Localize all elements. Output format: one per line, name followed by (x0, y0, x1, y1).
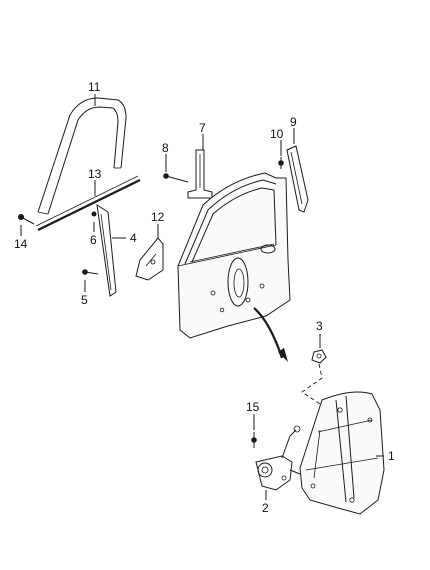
glass-guide-rail (91, 203, 117, 297)
leader-lines (20, 94, 384, 500)
callout-5: 5 (81, 293, 88, 307)
bolt-8 (163, 173, 189, 183)
callout-8: 8 (162, 141, 169, 155)
regulator-motor (255, 425, 301, 491)
belt-weatherstrip (35, 175, 141, 231)
nut-3 (311, 349, 327, 364)
window-run-channel (37, 97, 127, 215)
callout-6: 6 (90, 233, 97, 247)
window-regulator-panel (299, 391, 385, 515)
arrow-head (278, 348, 288, 362)
sash-bracket-7 (187, 149, 213, 199)
callout-10: 10 (270, 127, 284, 141)
callout-12: 12 (151, 210, 165, 224)
callout-3: 3 (316, 319, 323, 333)
callout-2: 2 (262, 501, 269, 515)
rear-garnish-9 (286, 145, 309, 213)
callout-1: 1 (388, 449, 395, 463)
callout-labels: 11 13 14 6 4 5 7 8 12 9 10 3 1 15 2 (14, 80, 395, 515)
reference-line (301, 363, 323, 405)
callout-9: 9 (290, 115, 297, 129)
callout-14: 14 (14, 237, 28, 251)
bolt-15 (251, 432, 257, 448)
screw-14 (18, 214, 35, 225)
callout-13: 13 (88, 167, 102, 181)
mirror-bracket-12 (135, 237, 164, 281)
callout-4: 4 (130, 231, 137, 245)
front-door-panel (177, 172, 291, 339)
bolt-5 (82, 269, 99, 275)
callout-15: 15 (246, 400, 260, 414)
callout-7: 7 (199, 121, 206, 135)
callout-11: 11 (88, 80, 101, 94)
screw-10 (278, 157, 284, 169)
